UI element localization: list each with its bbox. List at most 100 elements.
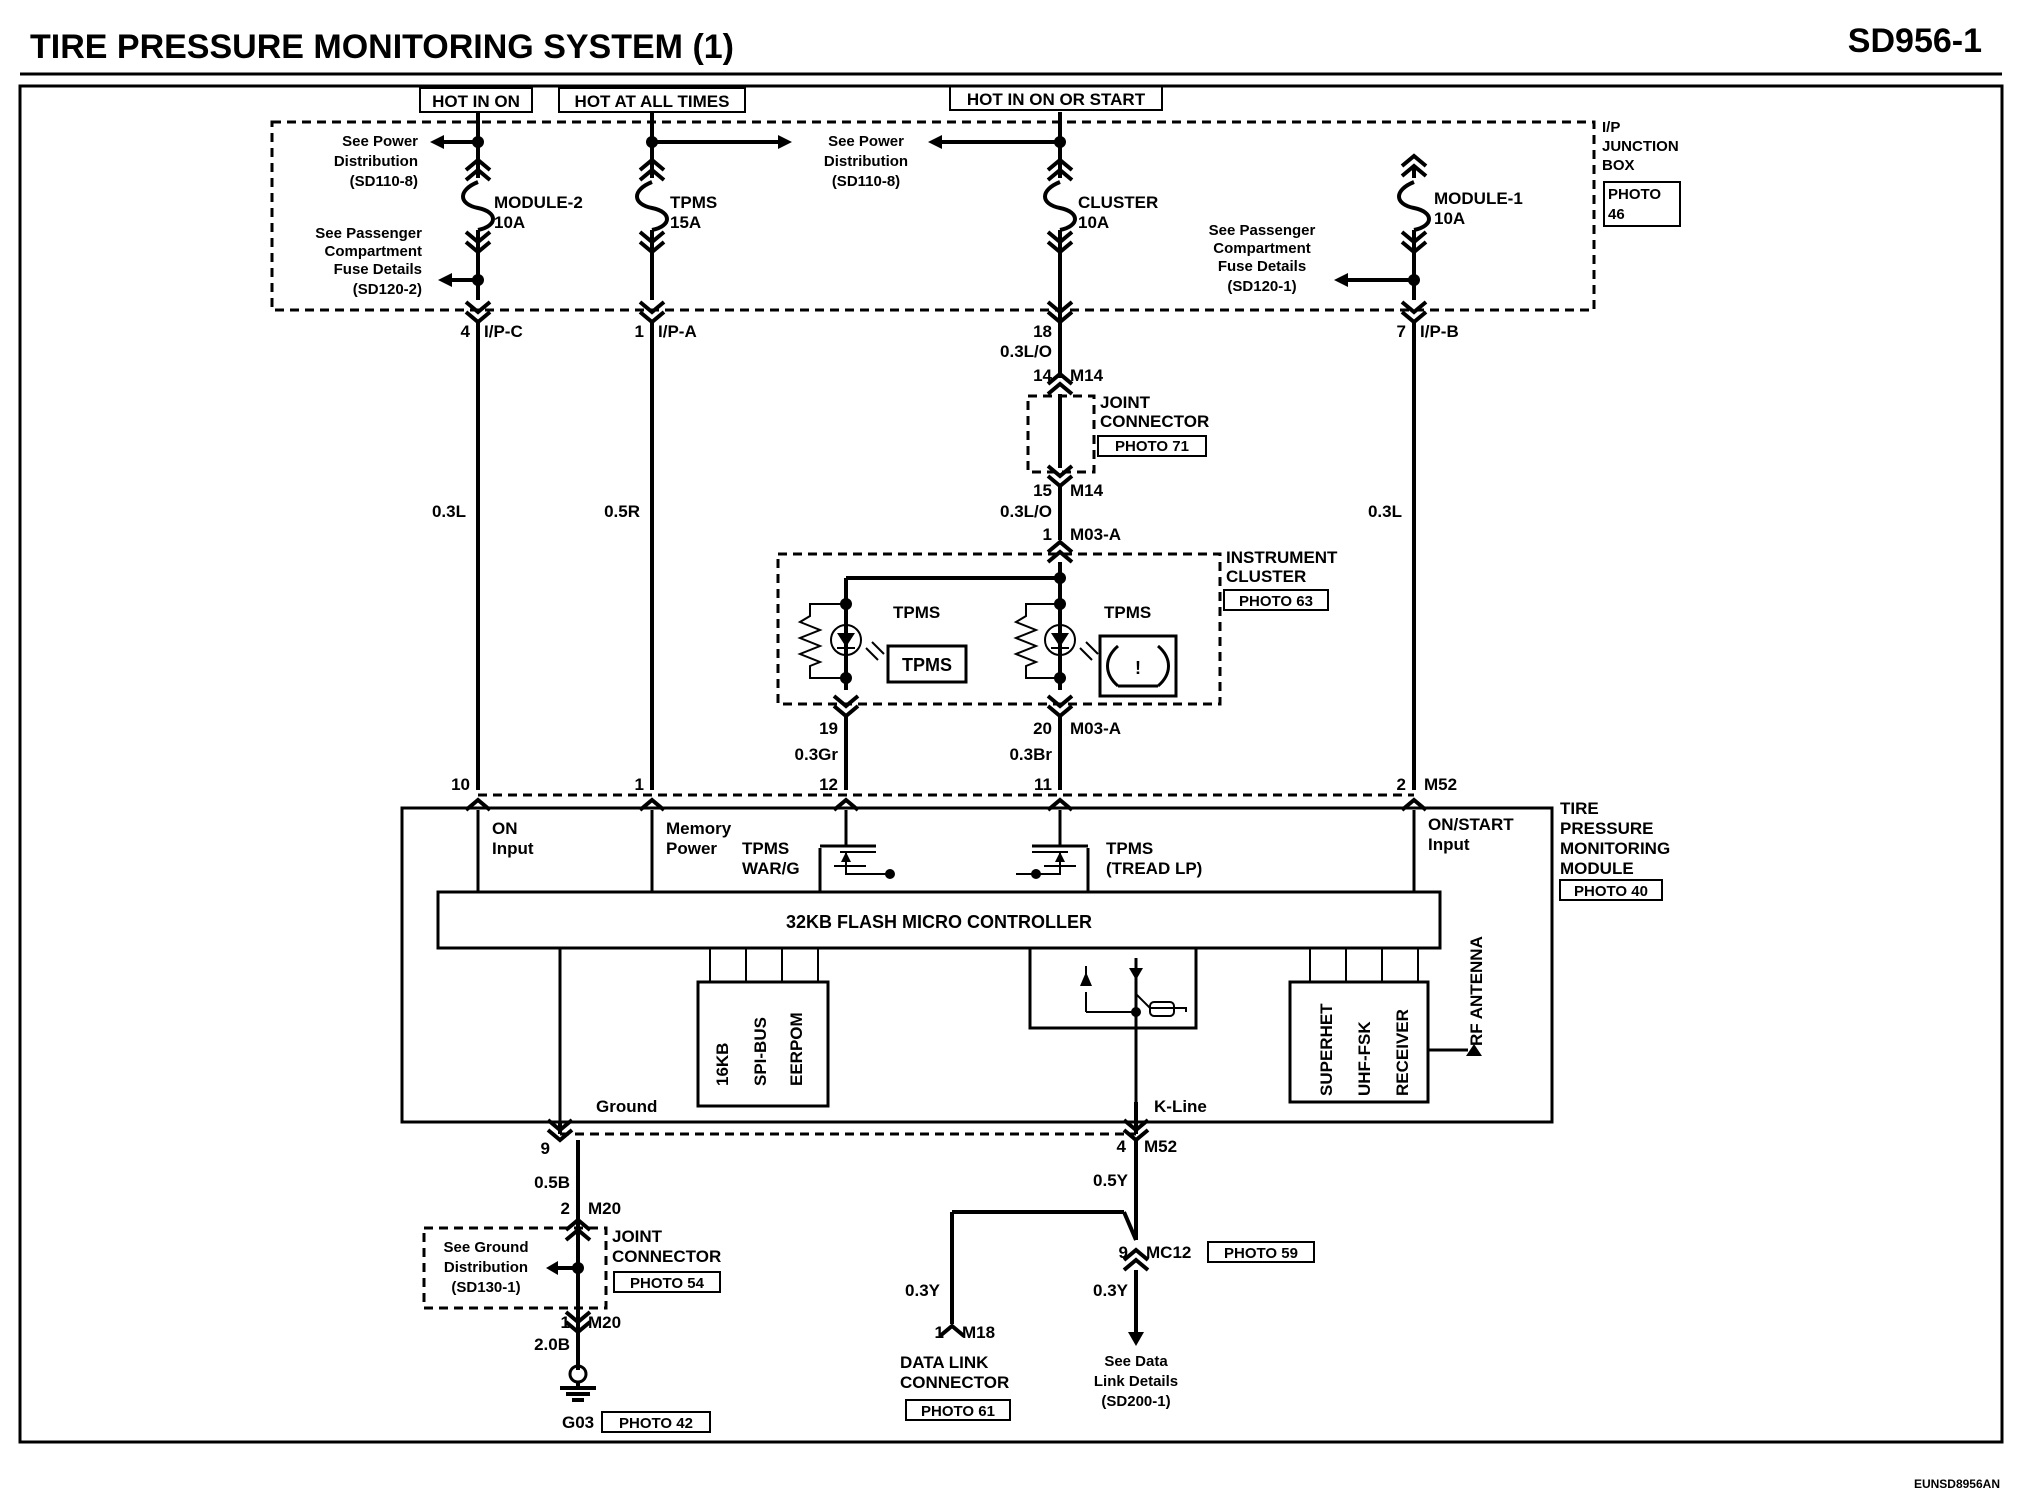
- input-mem-l1: Memory: [666, 819, 732, 838]
- pin-ipb: 7: [1397, 322, 1406, 341]
- see-data-link-l3: (SD200-1): [1101, 1393, 1170, 1410]
- tpms-module-photo-tag: [1559, 879, 1663, 901]
- see-power-dist-1-l2: Distribution: [334, 153, 418, 170]
- see-passenger-1-l2: Compartment: [1213, 240, 1311, 257]
- see-passenger-1-l1: See Passenger: [1209, 222, 1316, 239]
- tpms-module-l2: PRESSURE: [1560, 819, 1654, 838]
- junction-box-label-3: BOX: [1602, 157, 1635, 174]
- pin-m03a-20: 20: [1033, 719, 1052, 738]
- see-ground-l2: Distribution: [444, 1259, 528, 1276]
- see-passenger-2-l3: Fuse Details: [334, 261, 422, 278]
- tpms-indicator-text-icon: [886, 644, 968, 684]
- see-power-dist-2-l3: (SD110-8): [832, 173, 900, 190]
- junction-box-photo-2: 46: [1608, 206, 1625, 223]
- instrument-cluster-photo-tag: [1223, 589, 1329, 611]
- junction-box-label-2: JUNCTION: [1602, 138, 1679, 155]
- pin-m20-1: 1: [561, 1313, 570, 1332]
- pin-m20-2: 2: [561, 1199, 570, 1218]
- input-onstart-l2: Input: [1428, 835, 1470, 854]
- joint-connector-1-photo-tag: [1097, 435, 1207, 457]
- page-code: SD956-1: [1848, 22, 1982, 60]
- see-data-link-l2: Link Details: [1094, 1373, 1178, 1390]
- tpms-module-l4: MODULE: [1560, 859, 1634, 878]
- junction-box-photo-1: PHOTO: [1608, 186, 1661, 203]
- input-on-l1: ON: [492, 819, 518, 838]
- lamp-left-label: TPMS: [893, 603, 940, 622]
- see-passenger-2-l1: See Passenger: [315, 225, 422, 242]
- conn-m14-bot: M14: [1070, 481, 1104, 500]
- pin-m14-14: 14: [1033, 366, 1052, 385]
- memory-16kb: 16KB: [713, 1043, 732, 1086]
- conn-m03a-bot: M03-A: [1070, 719, 1121, 738]
- joint-connector-2-l2: CONNECTOR: [612, 1247, 721, 1266]
- see-passenger-2-l4: (SD120-2): [353, 281, 422, 298]
- see-power-dist-1-l3: (SD110-8): [350, 173, 418, 190]
- data-link-photo: PHOTO 61: [921, 1403, 995, 1420]
- wire-c2-color: 0.3L/O: [1000, 502, 1052, 521]
- memory-block: [696, 980, 830, 1108]
- pin-ipc: 4: [461, 322, 471, 341]
- data-link-l2: CONNECTOR: [900, 1373, 1009, 1392]
- see-passenger-1-l3: Fuse Details: [1218, 258, 1306, 275]
- tpms-module-box: [400, 806, 1554, 1124]
- lamp-right-label: TPMS: [1104, 603, 1151, 622]
- conn-m52-bot: M52: [1144, 1137, 1177, 1156]
- see-data-link-l1: See Data: [1104, 1353, 1168, 1370]
- wire-c1-color: 0.3L/O: [1000, 342, 1052, 361]
- fuse-module1-rating: 10A: [1434, 209, 1465, 228]
- input-onstart-l1: ON/START: [1428, 815, 1514, 834]
- instrument-cluster-box: [776, 552, 1222, 706]
- tpms-module-photo: PHOTO 40: [1574, 883, 1648, 900]
- data-link-photo-tag: [905, 1399, 1011, 1421]
- joint-connector-2-photo: PHOTO 54: [630, 1275, 705, 1292]
- input-mem-l2: Power: [666, 839, 717, 858]
- pin-m52-11: 11: [1034, 775, 1052, 794]
- conn-mc12: MC12: [1146, 1243, 1191, 1262]
- fuse-module2-rating: 10A: [494, 213, 525, 232]
- junction-box-label-1: I/P: [1602, 119, 1620, 136]
- pin-m03a-19: 19: [819, 719, 838, 738]
- receiver-receiver: RECEIVER: [1393, 1009, 1412, 1096]
- pin-m52-4: 4: [1117, 1137, 1127, 1156]
- ground-name: G03: [562, 1413, 594, 1432]
- wire-d-color: 0.3L: [1368, 502, 1402, 521]
- tpms-indicator-text: TPMS: [902, 655, 952, 675]
- rf-antenna-label: RF ANTENNA: [1467, 936, 1486, 1046]
- k-line-label: K-Line: [1154, 1097, 1207, 1116]
- pin-ip-cluster: 18: [1033, 322, 1052, 341]
- receiver-block: [1288, 980, 1430, 1104]
- conn-m20-bot: M20: [588, 1313, 621, 1332]
- conn-m14-top: M14: [1070, 366, 1104, 385]
- wire-gr-color: 0.3Gr: [795, 745, 839, 764]
- pin-m52-2: 2: [1397, 775, 1406, 794]
- tpms-tread-l1: TPMS: [1106, 839, 1153, 858]
- warning-icon-glyph: !: [1135, 658, 1141, 678]
- pin-m52-9: 9: [541, 1139, 550, 1158]
- ip-junction-box: [270, 120, 1596, 312]
- memory-spi-bus: SPI-BUS: [751, 1017, 770, 1086]
- pin-mc12-9: 9: [1119, 1243, 1128, 1262]
- fuse-module1-name: MODULE-1: [1434, 189, 1523, 208]
- page-title: TIRE PRESSURE MONITORING SYSTEM (1): [30, 28, 734, 66]
- tpms-module-l1: TIRE: [1560, 799, 1599, 818]
- tpms-tread-l2: (TREAD LP): [1106, 859, 1202, 878]
- data-link-l1: DATA LINK: [900, 1353, 989, 1372]
- conn-m03a-top: M03-A: [1070, 525, 1121, 544]
- see-ground-l1: See Ground: [443, 1239, 528, 1256]
- tpms-module-l3: MONITORING: [1560, 839, 1670, 858]
- see-power-dist-2-l1: See Power: [828, 133, 904, 150]
- tpms-warg-l1: TPMS: [742, 839, 789, 858]
- pin-m52-10: 10: [451, 775, 470, 794]
- diagram-frame: [18, 84, 2004, 1444]
- fuse-cluster-rating: 10A: [1078, 213, 1109, 232]
- pin-m52-1: 1: [635, 775, 644, 794]
- micro-controller-label: 32KB FLASH MICRO CONTROLLER: [786, 912, 1092, 932]
- joint-connector-1-l2: CONNECTOR: [1100, 412, 1209, 431]
- mc12-photo-tag: [1207, 1241, 1315, 1263]
- receiver-superhet: SUPERHET: [1317, 1003, 1336, 1096]
- see-power-dist-1-l1: See Power: [342, 133, 418, 150]
- wire-kline1-color: 0.5Y: [1093, 1171, 1129, 1190]
- pin-m18-1: 1: [935, 1323, 944, 1342]
- rf-antenna-icon: [1466, 1044, 1482, 1056]
- drawing-id: EUNSD8956AN: [1914, 1477, 2000, 1491]
